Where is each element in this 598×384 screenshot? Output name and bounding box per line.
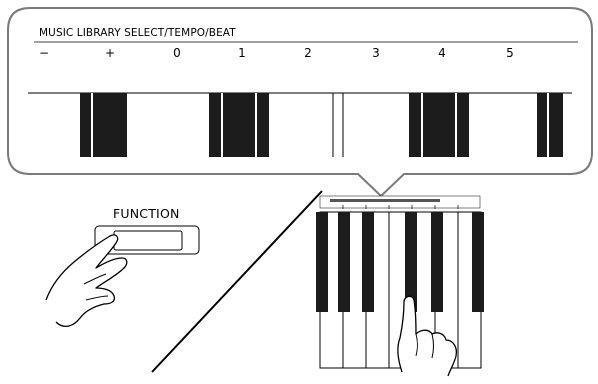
key-label-2: 2 [304,46,312,60]
mini-black-key [362,212,374,312]
key-label-4: 4 [438,46,446,60]
key-label-minus: − [39,46,49,60]
zoom-black-key [537,93,563,157]
key-label-1: 1 [238,46,246,60]
mini-black-key [316,212,328,312]
key-label-plus: + [105,46,115,60]
mini-black-key [338,212,350,312]
function-button-label: FUNCTION [113,206,180,221]
key-label-0: 0 [173,46,181,60]
mini-keyboard-label-strip [330,199,440,202]
function-button[interactable] [114,231,182,250]
zoom-black-key [209,93,269,157]
key-label-3: 3 [372,46,380,60]
zoom-black-key [80,93,127,157]
mini-black-key [431,212,443,312]
section-title: MUSIC LIBRARY SELECT/TEMPO/BEAT [39,27,236,39]
mini-black-key [472,212,484,312]
zoom-black-key [409,93,469,157]
key-label-5: 5 [506,46,514,60]
